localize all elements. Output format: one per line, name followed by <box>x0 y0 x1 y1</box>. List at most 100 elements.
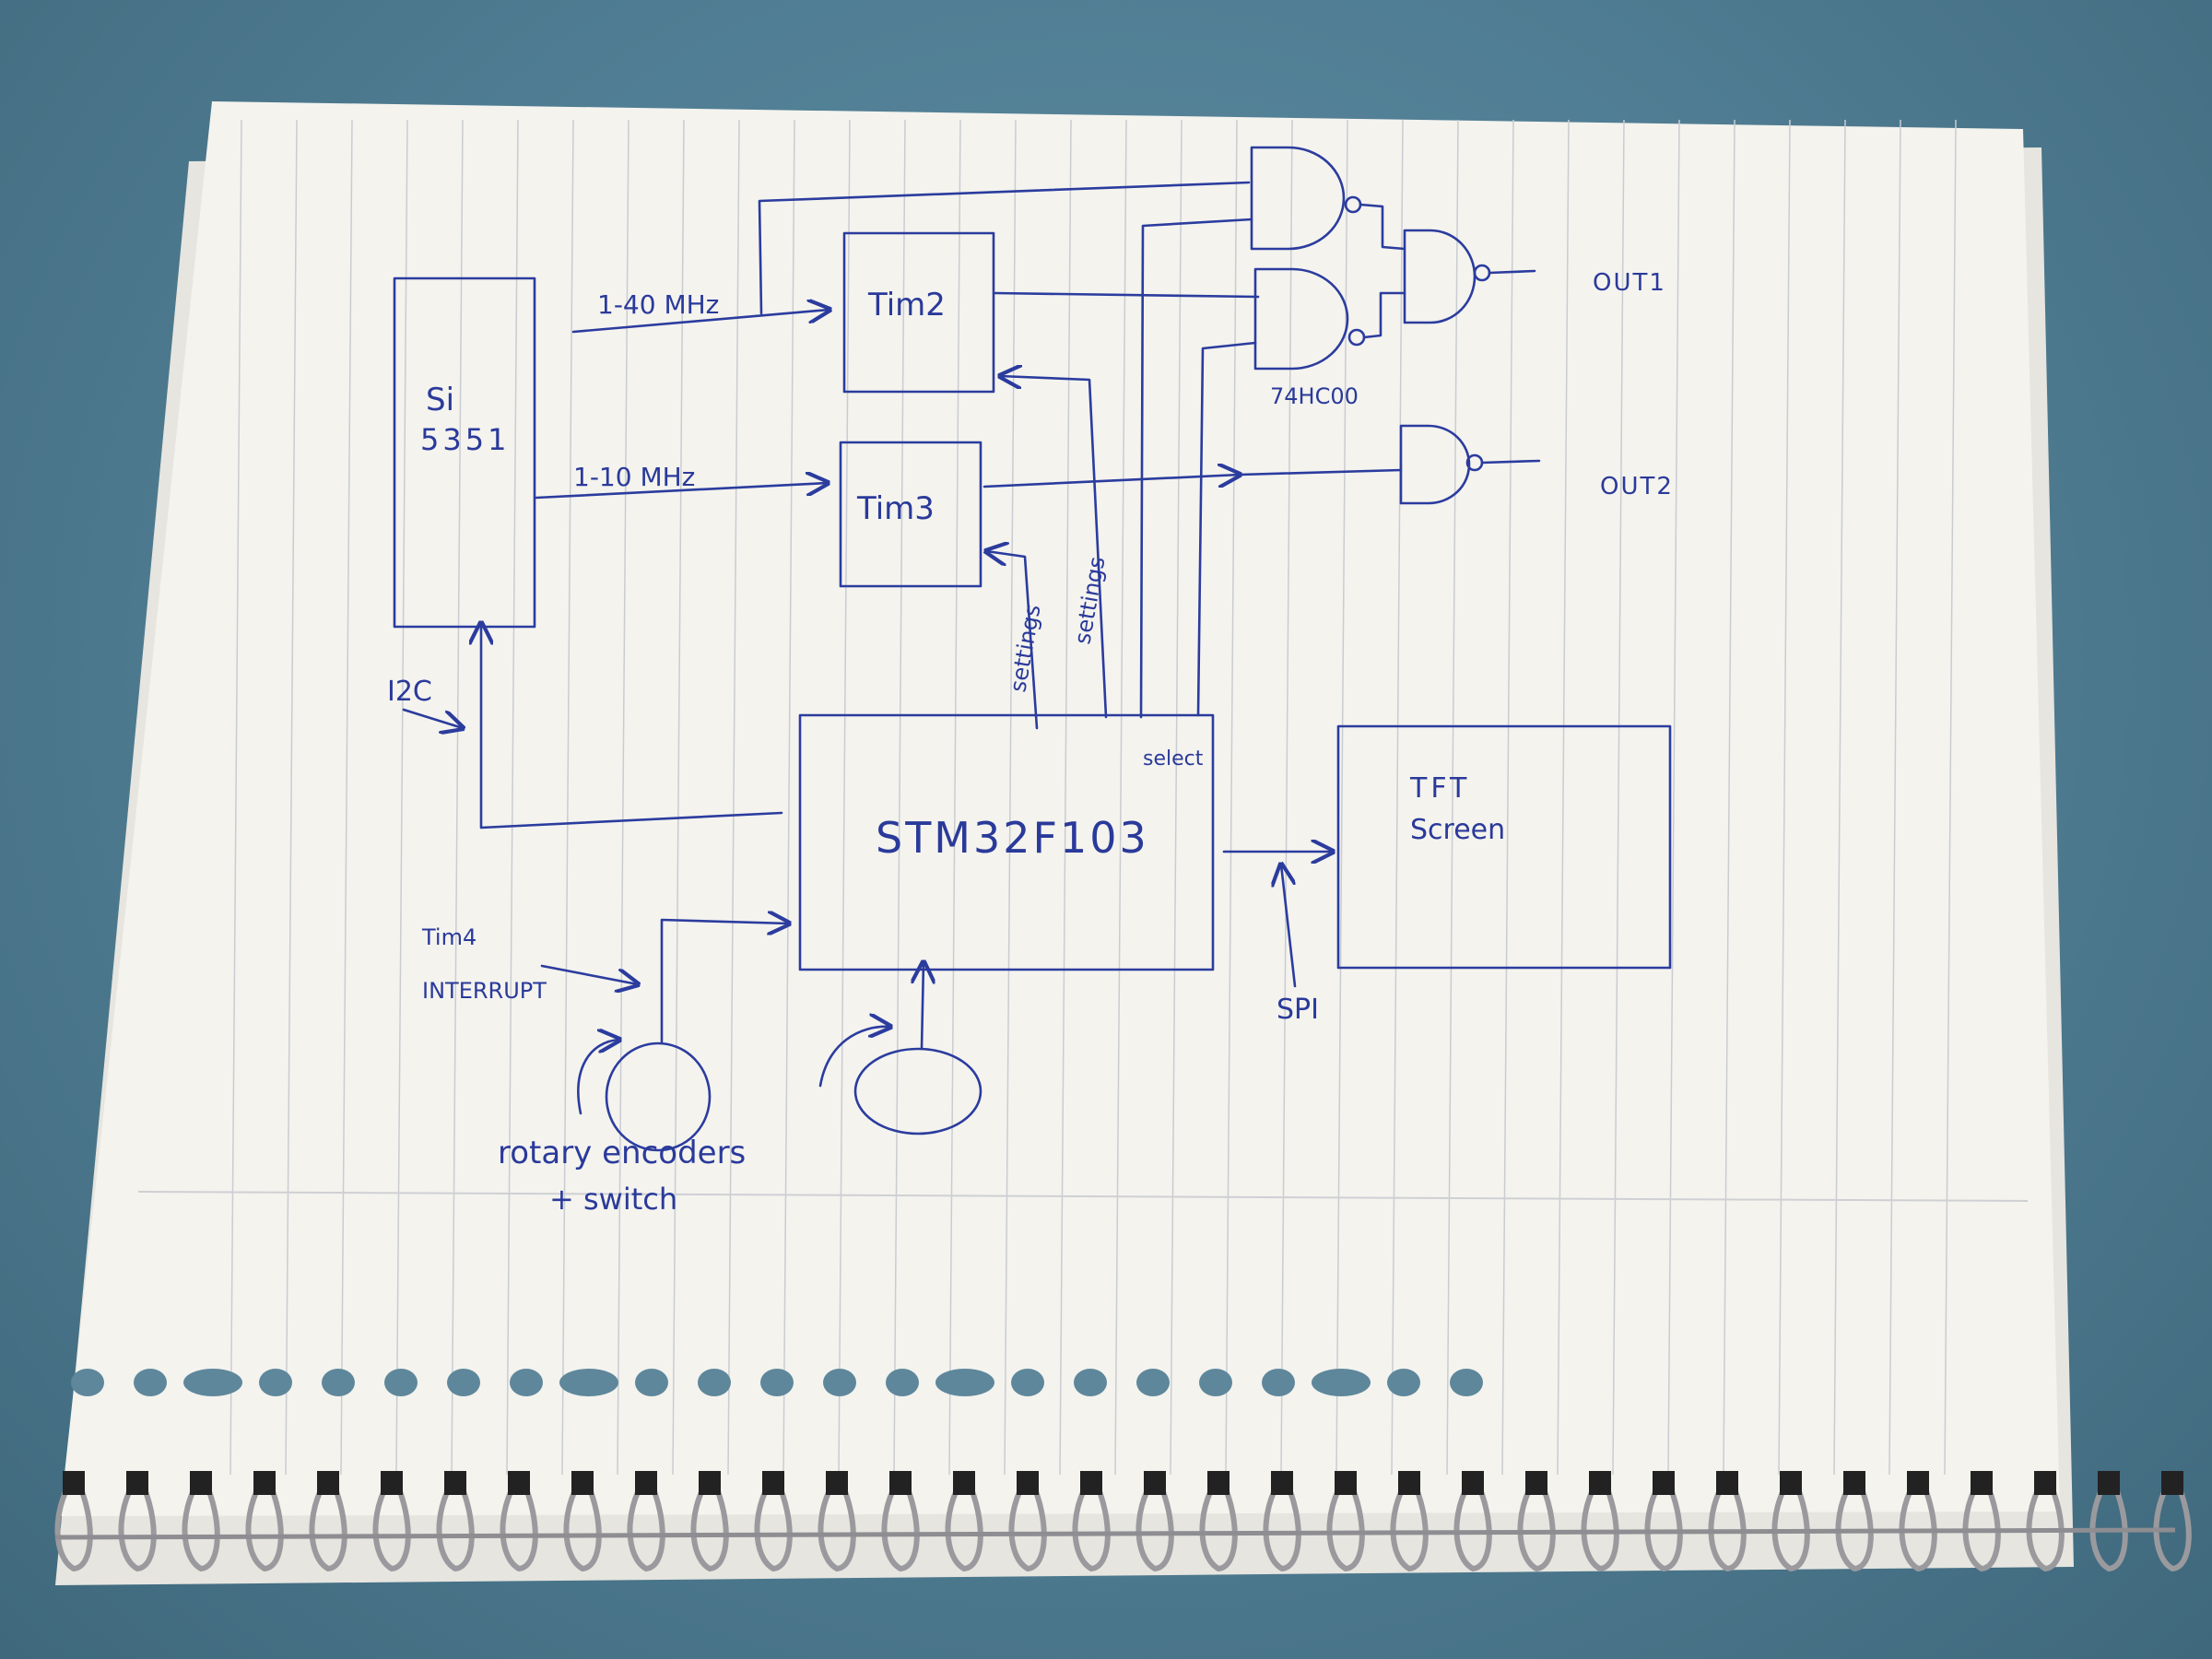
ruled-line <box>1004 119 1017 1476</box>
punch-hole <box>510 1369 543 1396</box>
ruled-line <box>1944 119 1957 1476</box>
ruled-line <box>506 119 519 1476</box>
spiral-slot <box>1525 1471 1547 1495</box>
spiral-coil <box>1835 1478 1874 1572</box>
punch-hole <box>322 1369 355 1396</box>
spiral-coil <box>1899 1478 1937 1572</box>
spiral-coil <box>245 1478 284 1572</box>
freq-1-40-label: 1-40 MHz <box>597 289 719 320</box>
punch-holes <box>71 1369 1483 1396</box>
encoder-2-wire <box>922 962 924 1051</box>
punch-hole <box>134 1369 167 1396</box>
ruled-line <box>1723 119 1735 1476</box>
stm32-label: STM32F103 <box>876 813 1149 863</box>
punch-hole <box>1074 1369 1107 1396</box>
punch-hole <box>259 1369 292 1396</box>
spiral-slot <box>1907 1471 1929 1495</box>
spiral-coil <box>754 1478 793 1572</box>
spiral-slot <box>253 1471 276 1495</box>
spiral-slot <box>1780 1471 1802 1495</box>
ruled-line <box>1667 119 1680 1476</box>
encoders-label-2: + switch <box>549 1182 677 1217</box>
ruled-line <box>893 119 906 1476</box>
spiral-slot <box>571 1471 594 1495</box>
punch-hole <box>71 1369 104 1396</box>
spiral-slot <box>2034 1471 2056 1495</box>
ruled-line <box>948 119 961 1476</box>
spiral-coil <box>2026 1478 2065 1572</box>
spiral-coil <box>309 1478 347 1572</box>
tim4-label-2: INTERRUPT <box>422 978 547 1004</box>
spiral-coil <box>372 1478 411 1572</box>
ruled-line <box>340 119 353 1476</box>
punch-hole <box>760 1369 794 1396</box>
wire-to-out1 <box>1488 269 1536 275</box>
i2c-pointer <box>402 708 463 728</box>
spiral-coil <box>1644 1478 1683 1572</box>
punch-hole <box>1387 1369 1420 1396</box>
ruled-line <box>782 119 795 1476</box>
spiral-slot <box>1716 1471 1738 1495</box>
ruled-line <box>1612 119 1625 1476</box>
punch-hole <box>1199 1369 1232 1396</box>
punch-hole <box>1312 1369 1371 1396</box>
spiral-coil <box>945 1478 983 1572</box>
tim4-arrow <box>540 964 638 984</box>
select-label: select <box>1143 747 1204 771</box>
gate-part-label: 74HC00 <box>1270 383 1359 409</box>
encoder-1-rotation <box>577 1040 619 1115</box>
ruled-line <box>285 119 298 1476</box>
spiral-slot <box>1144 1471 1166 1495</box>
ruled-line <box>1778 119 1791 1476</box>
spiral-slot <box>2161 1471 2183 1495</box>
spiral-coil <box>1453 1478 1492 1572</box>
spiral-slot <box>1335 1471 1357 1495</box>
encoder-1-wire <box>660 920 789 1043</box>
wire-to-out2 <box>1480 459 1541 465</box>
spiral-coil <box>1708 1478 1747 1572</box>
spiral-slot <box>953 1471 975 1495</box>
spiral-slot <box>1653 1471 1675 1495</box>
arrow-si-to-tim3 <box>535 483 828 500</box>
ruled-line <box>838 119 851 1476</box>
spiral-slot <box>1398 1471 1420 1495</box>
spiral-slot <box>699 1471 721 1495</box>
si5351-label-2: 5351 <box>420 422 510 457</box>
ruled-line <box>1501 119 1514 1476</box>
wire-gate2-to-gate3 <box>1362 291 1406 339</box>
punch-hole <box>635 1369 668 1396</box>
spiral-slot <box>1843 1471 1865 1495</box>
spiral-slot <box>762 1471 784 1495</box>
spiral-coil <box>436 1478 475 1572</box>
spiral-slot <box>190 1471 212 1495</box>
spiral-coil <box>1517 1478 1556 1572</box>
spiral-coil <box>1072 1478 1111 1572</box>
ruled-line <box>1557 119 1570 1476</box>
settings-line-tim3 <box>986 551 1039 730</box>
spiral-coil <box>2089 1478 2128 1572</box>
block-diagram: Si 5351 Tim2 Tim3 STM32F103 select TFT S… <box>387 146 1672 1217</box>
spiral-slot <box>635 1471 657 1495</box>
punch-hole <box>698 1369 731 1396</box>
tft-block <box>1336 724 1672 970</box>
spiral-slot <box>317 1471 339 1495</box>
tim3-block <box>839 441 982 588</box>
ruled-line <box>727 119 740 1476</box>
tim2-label: Tim2 <box>867 287 946 324</box>
spiral-coil <box>500 1478 538 1572</box>
spiral-coil <box>818 1478 856 1572</box>
ruled-line <box>1833 119 1846 1476</box>
si5351-block <box>393 276 536 629</box>
ruled-line <box>672 119 685 1476</box>
i2c-label: I2C <box>387 676 432 708</box>
spiral-coil <box>1390 1478 1429 1572</box>
punch-hole <box>384 1369 418 1396</box>
spi-pointer <box>1281 865 1297 988</box>
spiral-slot <box>1589 1471 1611 1495</box>
punch-hole <box>1262 1369 1295 1396</box>
ruled-line <box>617 119 629 1476</box>
stm32-block <box>798 713 1215 971</box>
spiral-coil <box>1263 1478 1301 1572</box>
punch-hole <box>886 1369 919 1396</box>
